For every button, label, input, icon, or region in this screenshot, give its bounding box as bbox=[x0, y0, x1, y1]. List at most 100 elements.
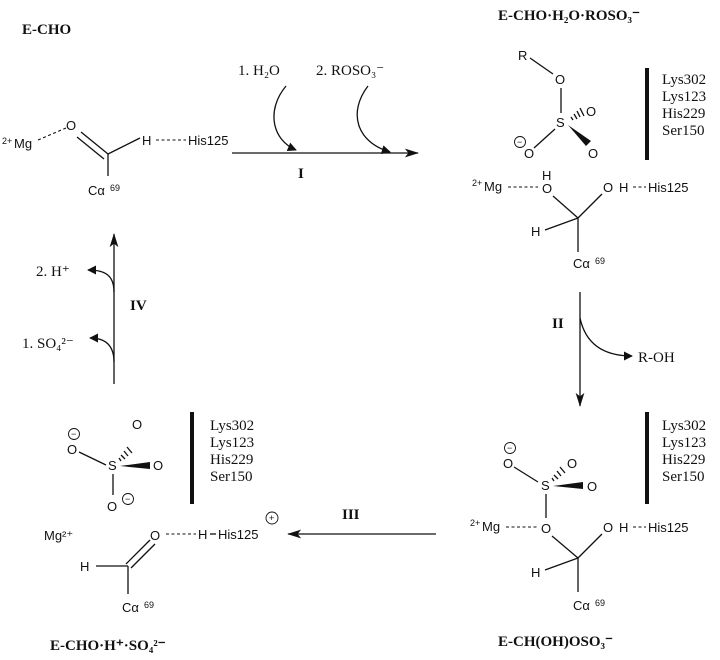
anionic-oxygen: O bbox=[524, 146, 534, 161]
his125-label: His125 bbox=[188, 133, 228, 148]
step-i-label: I bbox=[298, 166, 304, 182]
calpha-number: 69 bbox=[144, 600, 154, 610]
reagent-sulfate-ester: 2. ROSO₃⁻ bbox=[316, 63, 384, 79]
negative-charge-2: − bbox=[125, 494, 130, 504]
ominus-s-bond-1 bbox=[78, 451, 107, 466]
his125-label: His125 bbox=[218, 527, 258, 542]
calpha-number: 69 bbox=[595, 598, 605, 608]
o-c-bond-1 bbox=[551, 535, 579, 559]
mg-atom: Mg bbox=[484, 179, 502, 194]
step-iv: IV 1. SO₄²⁻ 2. H⁺ bbox=[22, 233, 147, 384]
state-e-ch-oh-oso3: − O S O O Lys302 Lys123 His229 Ser150 2+… bbox=[470, 412, 706, 650]
residue-ser150: Ser150 bbox=[662, 469, 705, 485]
mg-atom: Mg bbox=[482, 519, 500, 534]
r-group: R bbox=[518, 48, 527, 63]
step-ii: II R-OH bbox=[552, 292, 675, 407]
methine-hydrogen: H bbox=[531, 565, 540, 580]
mg-charge: 2+ bbox=[470, 518, 480, 528]
proton-release-arrow bbox=[87, 265, 115, 293]
calpha-label: Cα bbox=[573, 256, 590, 271]
sulfate-oxygen-1: O bbox=[132, 417, 142, 432]
step-iii-label: III bbox=[342, 507, 360, 523]
hydroxyl-oxygen-1: O bbox=[542, 181, 552, 196]
state-e-cho-h-so4: − O S O O O − Lys302 Lys123 His229 Ser15… bbox=[44, 412, 279, 654]
sulfonyl-oxygen-2: O bbox=[587, 479, 597, 494]
state-title-e-ch-oh-oso3: E-CH(OH)OSO₃⁻ bbox=[498, 634, 613, 650]
step-ii-label: II bbox=[552, 316, 564, 332]
product-proton: 2. H⁺ bbox=[36, 264, 70, 280]
r-o-bond bbox=[529, 57, 554, 75]
c-o-bond-2 bbox=[577, 533, 603, 559]
negative-charge-circle bbox=[504, 442, 516, 454]
negative-charge-circle-1 bbox=[68, 428, 80, 440]
water-curved-arrow bbox=[273, 85, 297, 152]
residue-lys302: Lys302 bbox=[210, 418, 254, 434]
state-e-cho: E-CHO 2+ Mg O H His125 Cα 69 bbox=[2, 22, 228, 198]
carbonyl-double-bond-a bbox=[80, 131, 109, 155]
residue-lys123: Lys123 bbox=[662, 435, 706, 451]
wedge-s-o-bond bbox=[120, 462, 150, 469]
anionic-oxygen-1: O bbox=[67, 442, 77, 457]
alcohol-release-arrow bbox=[579, 317, 633, 361]
positive-charge-circle bbox=[265, 511, 279, 525]
sulfonyl-oxygen-2: O bbox=[588, 146, 598, 161]
negative-charge: − bbox=[517, 137, 522, 147]
reagent-water: 1. H₂O bbox=[238, 63, 280, 79]
calpha-label: Cα bbox=[122, 600, 139, 615]
residue-ser150: Ser150 bbox=[210, 469, 253, 485]
s-ominus-bond bbox=[533, 128, 556, 149]
positive-charge: + bbox=[269, 513, 274, 523]
sulfur-atom: S bbox=[556, 115, 565, 130]
hydroxyl-hydrogen: H bbox=[619, 180, 628, 195]
sulfate-oxygen-2: O bbox=[153, 458, 163, 473]
carbonyl-oxygen: O bbox=[150, 528, 160, 543]
mg-o-coordination bbox=[37, 127, 67, 141]
sulfur-atom: S bbox=[108, 458, 117, 473]
product-sulfate: 1. SO₄²⁻ bbox=[22, 336, 74, 352]
mg-charge: 2+ bbox=[2, 136, 12, 146]
negative-charge-circle-2 bbox=[122, 493, 134, 505]
state-title-e-cho-h2o-roso3: E-CHO·H₂O·ROSO₃⁻ bbox=[498, 8, 640, 24]
state-title-e-cho: E-CHO bbox=[22, 22, 71, 38]
residue-lys302: Lys302 bbox=[662, 418, 706, 434]
water-hydrogen: H bbox=[542, 168, 551, 183]
carbonyl-oxygen: O bbox=[66, 118, 76, 133]
hydroxyl-oxygen-2: O bbox=[603, 180, 613, 195]
step-i: I 1. H₂O 2. ROSO₃⁻ bbox=[232, 63, 419, 182]
negative-charge: − bbox=[507, 443, 512, 453]
mg-charge: 2+ bbox=[472, 178, 482, 188]
his125-label: His125 bbox=[648, 180, 688, 195]
sulfur-atom: S bbox=[541, 478, 550, 493]
calpha-label: Cα bbox=[573, 598, 590, 613]
c-h-bond bbox=[544, 557, 579, 571]
hashed-s-o-bond bbox=[570, 107, 585, 121]
residue-lys302: Lys302 bbox=[662, 72, 706, 88]
c-o-bond-2 bbox=[577, 193, 603, 219]
o-c-bond-1 bbox=[552, 195, 579, 219]
aldehyde-hydrogen: H bbox=[142, 133, 151, 148]
sulfate-release-arrow bbox=[89, 333, 115, 363]
ominus-s-bond bbox=[513, 466, 539, 483]
step-iii: III bbox=[287, 507, 436, 539]
hashed-s-o-bond bbox=[551, 466, 566, 482]
residue-lys123: Lys123 bbox=[662, 89, 706, 105]
wedge-s-o-bond bbox=[568, 125, 591, 146]
sulfonyl-oxygen-1: O bbox=[586, 104, 596, 119]
step-iv-label: IV bbox=[130, 298, 147, 314]
anionic-oxygen: O bbox=[503, 456, 513, 471]
calpha-number: 69 bbox=[110, 183, 120, 193]
negative-charge-1: − bbox=[71, 429, 76, 439]
mg-atom: Mg bbox=[14, 136, 32, 151]
carbonyl-double-bond-b bbox=[76, 136, 105, 160]
residue-lys123: Lys123 bbox=[210, 435, 254, 451]
state-e-cho-h2o-roso3: E-CHO·H₂O·ROSO₃⁻ R O S O O O − Lys302 Ly… bbox=[472, 8, 706, 271]
methine-hydrogen: H bbox=[531, 224, 540, 239]
residue-his229: His229 bbox=[662, 106, 705, 122]
residue-ser150: Ser150 bbox=[662, 123, 705, 139]
ester-oxygen: O bbox=[555, 72, 565, 87]
his-proton: H bbox=[198, 527, 207, 542]
state-title-e-cho-h-so4: E-CHO·H⁺·SO₄²⁻ bbox=[50, 638, 166, 654]
aldehyde-hydrogen: H bbox=[80, 559, 89, 574]
ester-curved-arrow bbox=[356, 85, 391, 155]
